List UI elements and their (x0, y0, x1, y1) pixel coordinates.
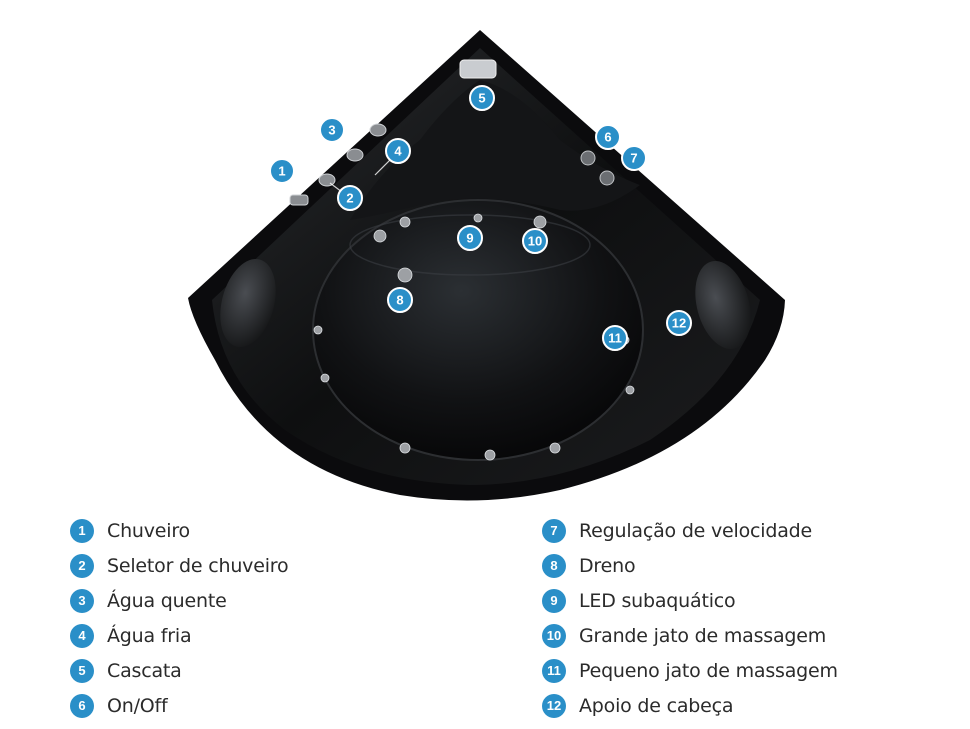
legend-label: Dreno (579, 555, 635, 577)
legend-label: Regulação de velocidade (579, 520, 812, 542)
marker-6: 6 (596, 125, 620, 149)
bathtub-diagram: 1 2 3 4 5 6 7 8 9 10 11 12 (0, 0, 970, 510)
svg-text:4: 4 (394, 144, 402, 159)
marker-4: 4 (386, 139, 410, 163)
legend-item: 11 Pequeno jato de massagem (542, 653, 838, 688)
legend-number: 5 (70, 659, 94, 683)
marker-1: 1 (270, 159, 294, 183)
legend-label: Apoio de cabeça (579, 695, 733, 717)
svg-text:12: 12 (672, 316, 686, 331)
speed-knob (600, 171, 614, 185)
legend-item: 8 Dreno (542, 548, 838, 583)
legend-label: Seletor de chuveiro (107, 555, 288, 577)
legend-item: 12 Apoio de cabeça (542, 688, 838, 723)
legend-item: 4 Água fria (70, 618, 288, 653)
marker-12: 12 (667, 311, 691, 335)
legend-item: 10 Grande jato de massagem (542, 618, 838, 653)
marker-5: 5 (470, 86, 494, 110)
svg-text:9: 9 (466, 231, 473, 246)
svg-text:6: 6 (604, 130, 611, 145)
marker-2: 2 (338, 186, 362, 210)
legend-label: Grande jato de massagem (579, 625, 826, 647)
svg-text:11: 11 (608, 331, 622, 346)
legend-item: 7 Regulação de velocidade (542, 513, 838, 548)
svg-text:10: 10 (528, 234, 542, 249)
svg-text:8: 8 (396, 293, 403, 308)
legend-label: Água quente (107, 590, 227, 612)
svg-text:3: 3 (328, 123, 335, 138)
cascade-spout (460, 60, 496, 78)
marker-3: 3 (320, 118, 344, 142)
marker-10: 10 (523, 229, 547, 253)
svg-text:2: 2 (346, 191, 353, 206)
svg-text:5: 5 (478, 91, 485, 106)
legend-number: 8 (542, 554, 566, 578)
legend-item: 9 LED subaquático (542, 583, 838, 618)
legend-number: 11 (542, 659, 566, 683)
legend-label: On/Off (107, 695, 168, 717)
legend-item: 2 Seletor de chuveiro (70, 548, 288, 583)
legend-label: Chuveiro (107, 520, 190, 542)
legend-number: 6 (70, 694, 94, 718)
legend-item: 6 On/Off (70, 688, 288, 723)
legend-item: 1 Chuveiro (70, 513, 288, 548)
legend-number: 7 (542, 519, 566, 543)
legend-left: 1 Chuveiro 2 Seletor de chuveiro 3 Água que… (70, 513, 288, 723)
legend-item: 5 Cascata (70, 653, 288, 688)
legend-label: Cascata (107, 660, 182, 682)
legend-number: 1 (70, 519, 94, 543)
legend-right: 7 Regulação de velocidade 8 Dreno 9 LED sub… (542, 513, 838, 723)
svg-text:1: 1 (278, 164, 285, 179)
legend-label: Pequeno jato de massagem (579, 660, 838, 682)
legend-number: 4 (70, 624, 94, 648)
legend-number: 12 (542, 694, 566, 718)
marker-7: 7 (622, 146, 646, 170)
legend-label: Água fria (107, 625, 191, 647)
legend-number: 3 (70, 589, 94, 613)
legend-number: 2 (70, 554, 94, 578)
legend-label: LED subaquático (579, 590, 735, 612)
marker-8: 8 (388, 288, 412, 312)
svg-text:7: 7 (630, 151, 637, 166)
marker-11: 11 (603, 326, 627, 350)
marker-9: 9 (458, 226, 482, 250)
onoff-switch (581, 151, 595, 165)
legend-item: 3 Água quente (70, 583, 288, 618)
legend-number: 10 (542, 624, 566, 648)
legend-number: 9 (542, 589, 566, 613)
